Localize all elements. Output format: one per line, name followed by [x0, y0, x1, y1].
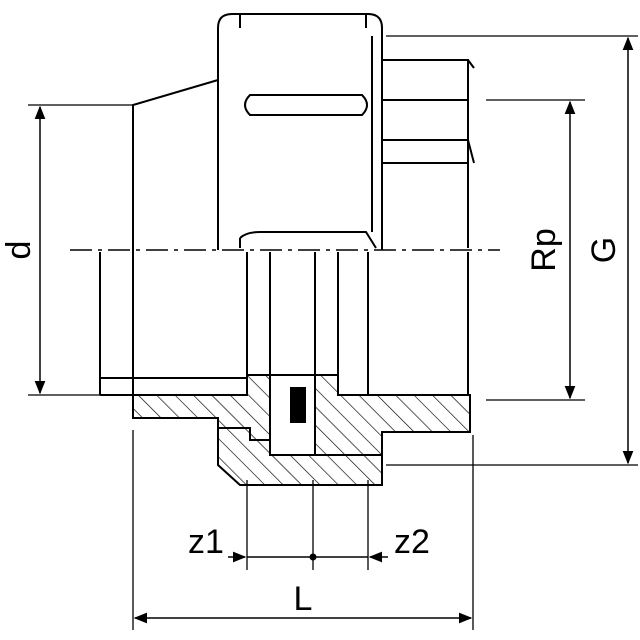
label-l: L [294, 580, 313, 618]
center-point-marker [309, 553, 317, 561]
label-g: G [585, 237, 623, 263]
outer-contour [99, 13, 475, 456]
o-ring-seal [290, 387, 306, 423]
label-z1: z1 [188, 523, 224, 561]
extension-lines [28, 35, 638, 630]
label-z2: z2 [394, 523, 430, 561]
label-d: d [0, 241, 38, 260]
dimension-lines [34, 36, 634, 624]
label-rp: Rp [525, 228, 563, 271]
section-hatching [132, 374, 471, 486]
threaded-end-section [314, 374, 471, 456]
